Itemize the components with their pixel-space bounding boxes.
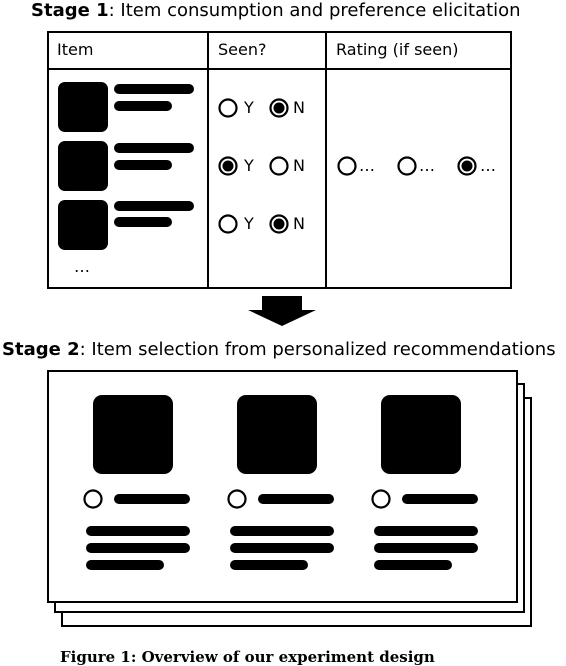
seen-yes-label: Y [244, 98, 254, 117]
recommendation-thumbnail [237, 395, 317, 474]
recommendation-select-radio[interactable] [227, 489, 247, 509]
rating-option-label: … [480, 156, 496, 175]
down-arrow-icon [248, 296, 316, 326]
item-text-bar [114, 101, 172, 111]
rating-option-radio[interactable] [337, 156, 357, 176]
stage1-title-bold: Stage 1 [31, 0, 109, 21]
recommendation-card [227, 395, 334, 570]
stage2-title-rest: : Item selection from personalized recom… [79, 339, 556, 360]
figure-caption: Figure 1: Overview of our experiment des… [60, 648, 435, 666]
seen-yes-radio[interactable] [218, 98, 238, 118]
recommendation-thumbnail [381, 395, 461, 474]
more-items-ellipsis: … [74, 257, 90, 276]
rating-option-label: … [419, 156, 435, 175]
seen-yes-radio[interactable] [218, 156, 238, 176]
recommendation-text-bar [86, 526, 190, 536]
recommendation-text-bar [402, 494, 478, 504]
recommendation-text-bar [114, 494, 190, 504]
stage1-title: Stage 1: Item consumption and preference… [31, 0, 521, 22]
item-thumbnail [58, 200, 108, 250]
recommendation-text-bar [230, 543, 334, 553]
item-text-bar [114, 160, 172, 170]
recommendation-text-bar [86, 560, 164, 570]
column-header-item: Item [57, 40, 94, 59]
stage1-item-row-3 [58, 200, 194, 250]
seen-no-radio[interactable] [269, 156, 289, 176]
seen-no-radio[interactable] [269, 98, 289, 118]
seen-no-label: N [293, 156, 305, 175]
recommendation-text-bar [374, 543, 478, 553]
seen-radio-group [218, 98, 289, 234]
recommendation-text-bar [374, 526, 478, 536]
seen-yes-label: Y [244, 156, 254, 175]
stage1-item-row-1 [58, 82, 194, 132]
rating-radio-group [337, 156, 477, 176]
recommendation-text-bar [230, 526, 334, 536]
recommendation-thumbnail [93, 395, 173, 474]
seen-yes-radio[interactable] [218, 214, 238, 234]
stage1-title-rest: : Item consumption and preference elicit… [108, 0, 521, 21]
recommendation-select-radio[interactable] [83, 489, 103, 509]
stage2-title: Stage 2: Item selection from personalize… [2, 339, 556, 361]
recommendation-text-bar [374, 560, 452, 570]
recommendation-card [371, 395, 478, 570]
recommendation-text-bar [258, 494, 334, 504]
item-thumbnail [58, 141, 108, 191]
item-text-bar [114, 143, 194, 153]
item-text-bar [114, 201, 194, 211]
rating-option-radio[interactable] [397, 156, 417, 176]
recommendation-cards [83, 395, 478, 570]
recommendation-text-bar [86, 543, 190, 553]
recommendation-text-bar [230, 560, 308, 570]
seen-no-radio[interactable] [269, 214, 289, 234]
recommendation-card [83, 395, 190, 570]
stage2-title-bold: Stage 2 [2, 339, 80, 360]
seen-no-label: N [293, 214, 305, 233]
stage1-item-row-2 [58, 141, 194, 191]
item-text-bar [114, 84, 194, 94]
item-text-bar [114, 217, 172, 227]
recommendation-select-radio[interactable] [371, 489, 391, 509]
rating-option-label: … [359, 156, 375, 175]
seen-no-label: N [293, 98, 305, 117]
rating-option-radio[interactable] [457, 156, 477, 176]
seen-yes-label: Y [244, 214, 254, 233]
item-thumbnail [58, 82, 108, 132]
column-header-seen: Seen? [218, 40, 267, 59]
column-header-rating: Rating (if seen) [336, 40, 459, 59]
